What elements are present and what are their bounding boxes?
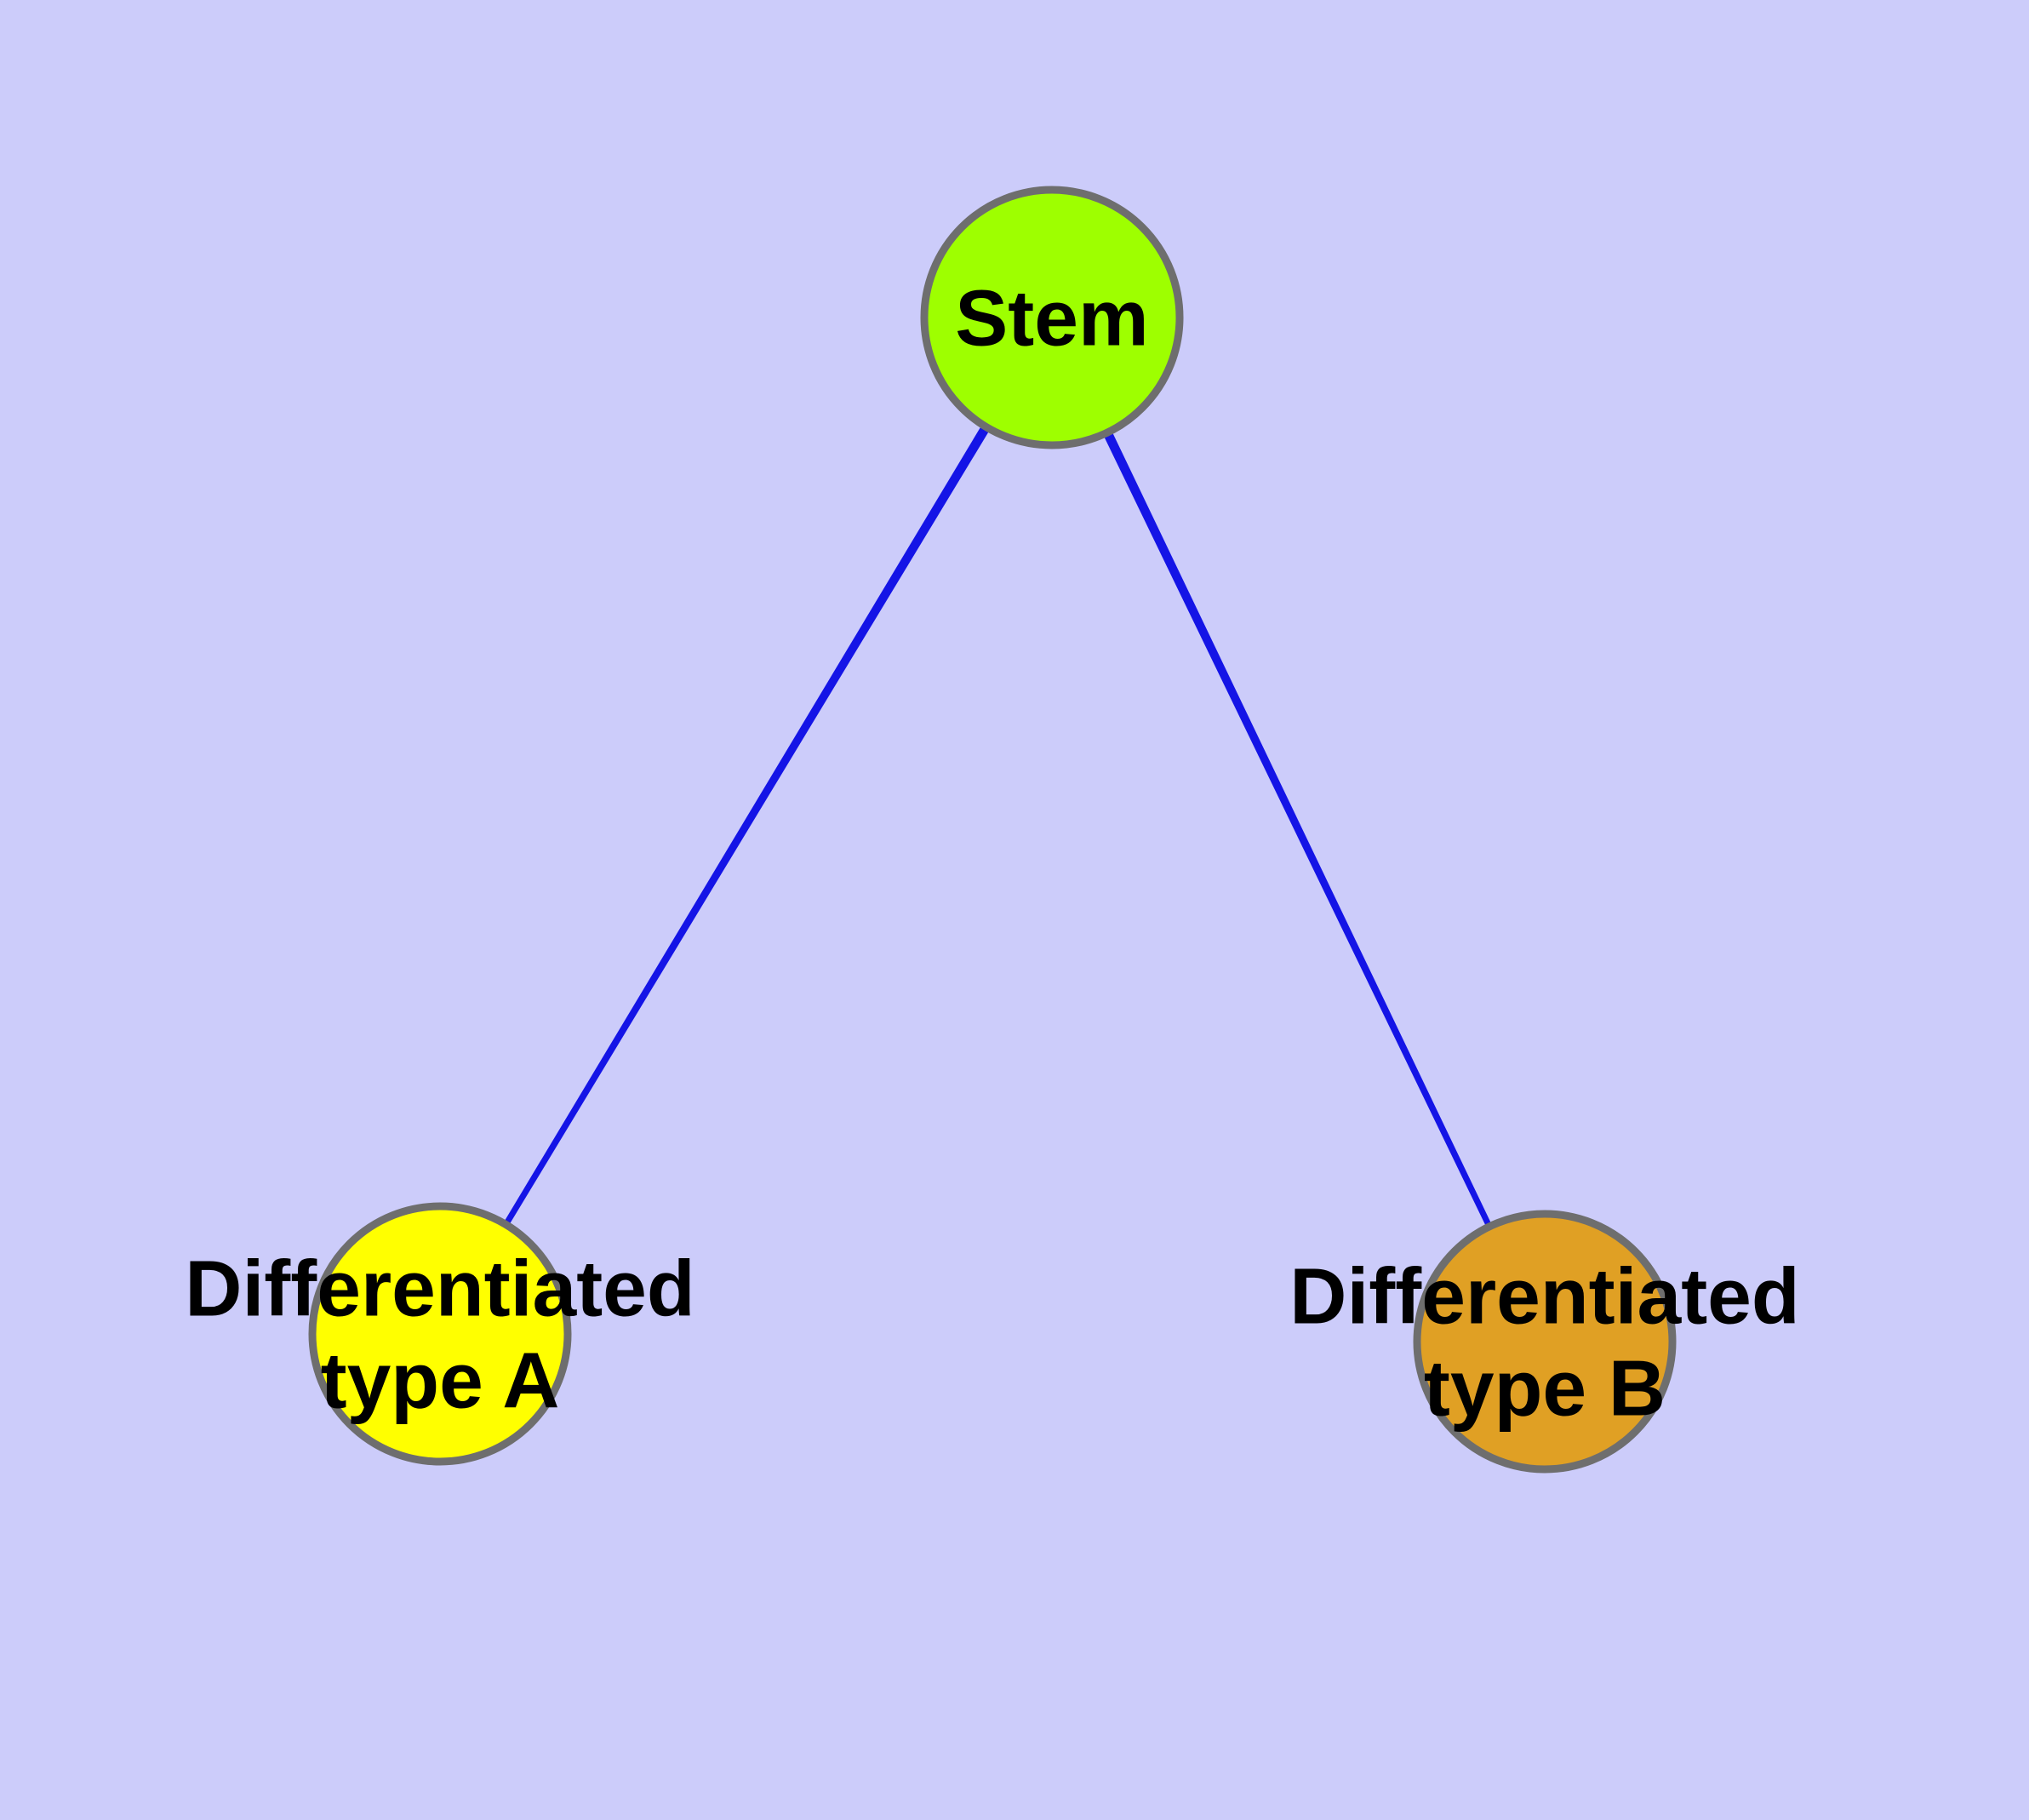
node-circle-stem[interactable]	[920, 186, 1184, 449]
node-label-line: Differentiated	[1289, 1252, 1799, 1341]
node-label-line: Stem	[955, 274, 1148, 363]
edge-stem-diff-a[interactable]	[502, 422, 992, 1228]
edges-layer	[502, 422, 1493, 1230]
node-label-line: type A	[321, 1336, 560, 1425]
node-circle-diff-b[interactable]	[1413, 1210, 1677, 1474]
node-label-stem: Stem	[955, 274, 1148, 363]
edge-stem-diff-b[interactable]	[1102, 428, 1493, 1230]
node-stem[interactable]: Stem	[920, 186, 1184, 449]
node-label-line: Differentiated	[185, 1245, 694, 1333]
node-label-line: type B	[1424, 1344, 1666, 1433]
node-circle-diff-a[interactable]	[308, 1202, 572, 1466]
